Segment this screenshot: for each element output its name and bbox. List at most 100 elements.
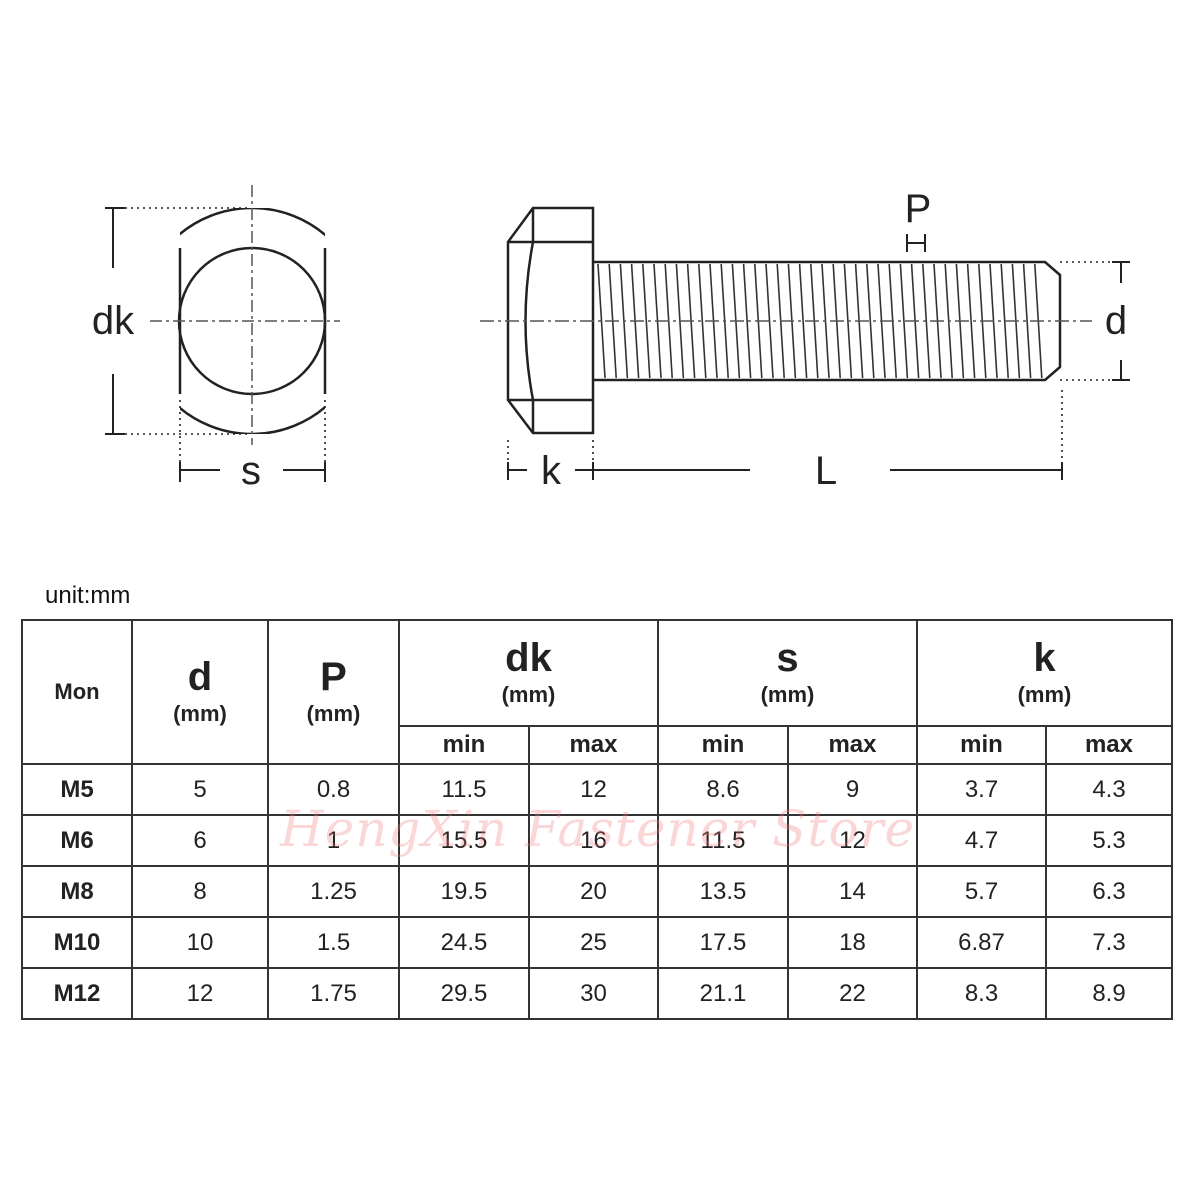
- cell-dk-max: 30: [528, 967, 659, 1020]
- thread-line: [698, 263, 707, 379]
- d-dimension: [1060, 261, 1130, 381]
- cell-dk-min: 15.5: [398, 814, 530, 867]
- cell-dk-min: 19.5: [398, 865, 530, 918]
- subheader-dk-min: min: [398, 725, 530, 765]
- cell-s-min: 17.5: [657, 916, 789, 969]
- cell-k-max: 5.3: [1045, 814, 1173, 867]
- thread-line: [675, 263, 685, 379]
- cell-k-max: 6.3: [1045, 865, 1173, 918]
- table-row: M10 10 1.5 24.5 25 17.5 18 6.87 7.3: [21, 916, 1173, 969]
- thread-line: [742, 263, 752, 379]
- dk-dimension: [105, 207, 250, 435]
- table-row: M12 12 1.75 29.5 30 21.1 22 8.3 8.9: [21, 967, 1173, 1020]
- cell-dk-min: 11.5: [398, 763, 530, 816]
- cell-model: M8: [21, 865, 133, 918]
- header-dk: dk(mm): [398, 619, 659, 727]
- head-centerlines: [150, 185, 340, 445]
- header-dk-unit: (mm): [501, 682, 556, 707]
- cell-dk-max: 12: [528, 763, 659, 816]
- table-row: M5 5 0.8 11.5 12 8.6 9 3.7 4.3: [21, 763, 1173, 816]
- subheader-k-max: max: [1045, 725, 1173, 765]
- k-label: k: [541, 449, 562, 493]
- cell-k-max: 4.3: [1045, 763, 1173, 816]
- thread-line: [922, 263, 931, 379]
- cell-s-max: 22: [787, 967, 918, 1020]
- cell-p: 0.8: [267, 763, 400, 816]
- header-s: s(mm): [657, 619, 918, 727]
- cell-s-min: 13.5: [657, 865, 789, 918]
- cell-dk-max: 20: [528, 865, 659, 918]
- table-header-row: Mon d(mm) P(mm) dk(mm) s(mm) k(mm): [21, 619, 1173, 765]
- subheader-dk-max: max: [528, 725, 659, 765]
- subheader-k-min: min: [916, 725, 1047, 765]
- header-p: P(mm): [267, 619, 400, 765]
- cell-k-min: 8.3: [916, 967, 1047, 1020]
- cell-p: 1.5: [267, 916, 400, 969]
- cell-dk-max: 25: [528, 916, 659, 969]
- k-l-dimension: [507, 390, 1063, 480]
- s-label: s: [241, 449, 261, 493]
- cell-d: 10: [131, 916, 269, 969]
- thread-line: [866, 263, 875, 379]
- cell-d: 12: [131, 967, 269, 1020]
- cell-s-min: 8.6: [657, 763, 789, 816]
- subheader-s-min: min: [657, 725, 789, 765]
- unit-note: unit:mm: [45, 582, 131, 609]
- thread-line: [765, 263, 774, 379]
- cell-dk-min: 24.5: [398, 916, 530, 969]
- header-d-symbol: d: [187, 655, 213, 699]
- cell-s-min: 21.1: [657, 967, 789, 1020]
- header-d-unit: (mm): [173, 701, 227, 726]
- d-label: d: [1105, 299, 1127, 343]
- l-label: L: [815, 449, 837, 493]
- thread-line: [899, 263, 909, 379]
- dk-label: dk: [92, 299, 135, 343]
- header-mon-label: Mon: [54, 679, 100, 704]
- subheader-s-max: max: [787, 725, 918, 765]
- specification-table: Mon d(mm) P(mm) dk(mm) s(mm) k(mm) min m…: [21, 619, 1173, 1020]
- cell-k-min: 4.7: [916, 814, 1047, 867]
- s-dimension: [179, 400, 326, 482]
- cell-s-min: 11.5: [657, 814, 789, 867]
- thread-line: [597, 263, 606, 379]
- cell-dk-max: 16: [528, 814, 659, 867]
- header-mon: Mon: [21, 619, 133, 765]
- header-p-symbol: P: [320, 655, 347, 699]
- thread-line: [642, 263, 651, 379]
- p-pitch-marker: [906, 234, 926, 252]
- header-k-symbol: k: [1033, 636, 1056, 680]
- thread-line: [843, 263, 853, 379]
- header-s-symbol: s: [776, 636, 799, 680]
- p-label: P: [905, 187, 932, 231]
- cell-k-max: 8.9: [1045, 967, 1173, 1020]
- cell-s-max: 18: [787, 916, 918, 969]
- header-dk-symbol: dk: [505, 636, 552, 680]
- cell-s-max: 12: [787, 814, 918, 867]
- header-p-unit: (mm): [306, 701, 361, 726]
- table-row: M8 8 1.25 19.5 20 13.5 14 5.7 6.3: [21, 865, 1173, 918]
- cell-k-min: 6.87: [916, 916, 1047, 969]
- cell-p: 1: [267, 814, 400, 867]
- cell-p: 1.25: [267, 865, 400, 918]
- cell-dk-min: 29.5: [398, 967, 530, 1020]
- thread-line: [1000, 263, 1009, 379]
- cell-s-max: 9: [787, 763, 918, 816]
- cell-k-max: 7.3: [1045, 916, 1173, 969]
- cell-s-max: 14: [787, 865, 918, 918]
- cell-model: M6: [21, 814, 133, 867]
- cell-model: M12: [21, 967, 133, 1020]
- thread-line: [966, 263, 976, 379]
- header-k-unit: (mm): [1017, 682, 1072, 707]
- cell-k-min: 5.7: [916, 865, 1047, 918]
- header-d: d(mm): [131, 619, 269, 765]
- cell-p: 1.75: [267, 967, 400, 1020]
- cell-d: 5: [131, 763, 269, 816]
- table-row: M6 6 1 15.5 16 11.5 12 4.7 5.3: [21, 814, 1173, 867]
- cell-model: M5: [21, 763, 133, 816]
- thread-line: [1022, 263, 1032, 379]
- table-subheader-row: min max min max min max: [22, 725, 1173, 765]
- cell-d: 6: [131, 814, 269, 867]
- thread-line: [798, 263, 808, 379]
- bolt-dimension-diagram: dk s P d: [92, 185, 1130, 493]
- bolt-head-side-view: [506, 206, 595, 435]
